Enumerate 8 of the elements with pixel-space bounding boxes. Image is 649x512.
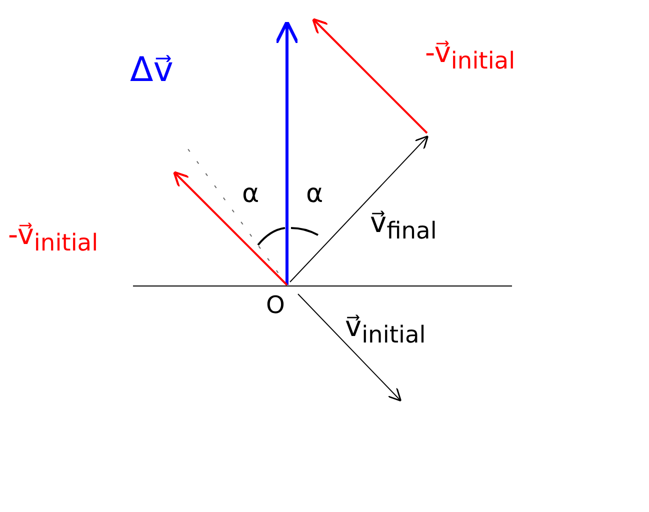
vector-label: Δv⃗ xyxy=(130,52,174,90)
vector-label: v⃗$_{final}$ xyxy=(370,208,437,244)
vector-label: v⃗$_{initial}$ xyxy=(345,312,426,348)
vector-label: -v⃗$_{initial}$ xyxy=(425,38,516,74)
origin-label: O xyxy=(266,292,285,318)
angle-label: α xyxy=(306,180,324,209)
vector-label: -v⃗$_{initial}$ xyxy=(8,220,98,256)
angle-label: α xyxy=(242,180,260,209)
